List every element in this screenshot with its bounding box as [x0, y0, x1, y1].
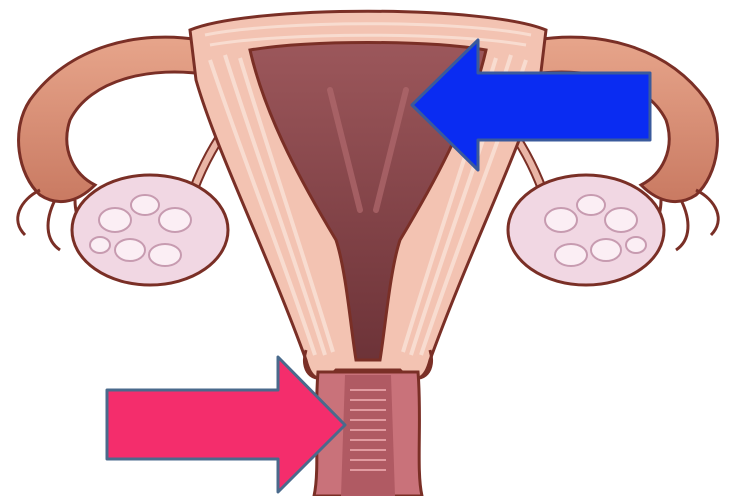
left-ovary — [72, 175, 228, 285]
vaginal-canal — [341, 375, 395, 496]
left-fallopian-tube — [19, 37, 210, 201]
pink-arrow — [107, 357, 345, 492]
right-ovary — [508, 175, 664, 285]
